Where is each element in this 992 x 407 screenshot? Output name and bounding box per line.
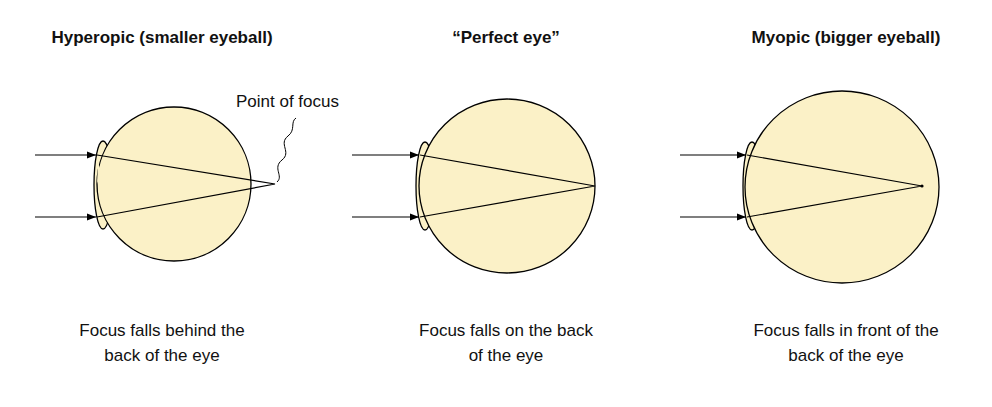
hyperopic-eye: [35, 107, 296, 261]
eye-caption: Focus falls behind the back of the eye: [74, 318, 250, 368]
perfect-eye: [352, 99, 595, 273]
callout-label: Point of focus: [236, 92, 339, 112]
eye-heading: Hyperopic (smaller eyeball): [51, 28, 272, 48]
perfect-eye-panel: “Perfect eye” Focus falls on the back of …: [414, 28, 598, 368]
eye-heading: “Perfect eye”: [452, 28, 560, 48]
hyperopic-eye-panel: Hyperopic (smaller eyeball) Focus falls b…: [47, 28, 277, 368]
myopic-eye: [680, 91, 939, 283]
eye-caption: Focus falls on the back of the eye: [418, 318, 594, 368]
myopic-eye-panel: Myopic (bigger eyeball) Focus falls in fr…: [744, 28, 948, 368]
eye-caption: Focus falls in front of the back of the …: [748, 318, 944, 368]
eye-heading: Myopic (bigger eyeball): [752, 28, 941, 48]
